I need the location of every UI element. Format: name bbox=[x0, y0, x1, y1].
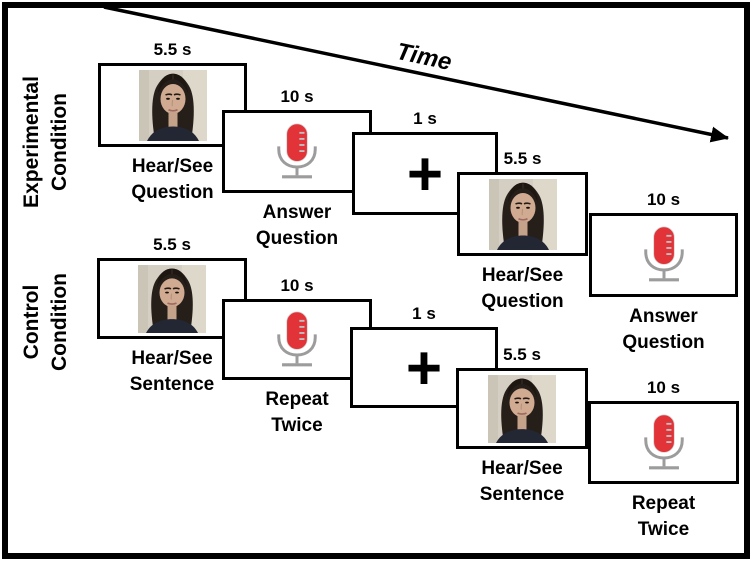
portrait-photo bbox=[488, 375, 556, 443]
caption-line: Hear/See bbox=[131, 156, 214, 177]
caption-line: Question bbox=[481, 291, 564, 312]
stimulus-frame bbox=[456, 368, 588, 449]
caption-line: Hear/See bbox=[481, 458, 563, 479]
caption-line: Twice bbox=[271, 415, 323, 436]
experimental-condition-label: Experimental Condition bbox=[18, 76, 74, 208]
microphone-icon bbox=[639, 414, 689, 472]
stimulus-caption: Repeat Twice bbox=[632, 491, 695, 543]
stimulus-caption: Hear/See Question bbox=[131, 154, 213, 206]
caption-line: Hear/See bbox=[131, 348, 213, 369]
portrait-photo bbox=[489, 179, 557, 250]
caption-line: Sentence bbox=[479, 484, 565, 505]
duration-label: 1 s bbox=[413, 109, 437, 128]
microphone-icon bbox=[272, 123, 322, 181]
trial-screen-exp-hear-see-question-2: 5.5 s Hear/See Question bbox=[457, 149, 588, 312]
caption-line: Twice bbox=[637, 519, 690, 540]
stimulus-frame bbox=[588, 401, 739, 484]
stimulus-caption: Hear/See Sentence bbox=[480, 456, 564, 508]
condition-label-line: Condition bbox=[48, 93, 71, 191]
stimulus-frame bbox=[457, 172, 588, 256]
duration-label: 5.5 s bbox=[153, 40, 192, 59]
trial-screen-ctrl-repeat-twice-1: 10 s Repeat Twice bbox=[222, 276, 372, 436]
trial-screen-ctrl-hear-see-sentence-2: 5.5 s Hear/See Sentence bbox=[456, 345, 588, 505]
caption-line: Question bbox=[131, 182, 214, 203]
stimulus-caption: Hear/See Sentence bbox=[130, 346, 214, 398]
duration-label: 1 s bbox=[412, 304, 436, 323]
caption-line: Sentence bbox=[129, 374, 215, 395]
trial-screen-exp-answer-question-2: 10 s Answer Question bbox=[589, 190, 738, 353]
caption-line: Repeat bbox=[631, 493, 696, 514]
stimulus-caption: Repeat Twice bbox=[265, 387, 328, 439]
duration-label: 10 s bbox=[280, 87, 314, 106]
condition-label-line: Condition bbox=[48, 273, 71, 371]
control-condition-label: Control Condition bbox=[18, 273, 74, 371]
caption-line: Answer bbox=[629, 306, 698, 327]
stimulus-caption: Hear/See Question bbox=[481, 263, 563, 315]
caption-line: Answer bbox=[262, 202, 332, 223]
stimulus-frame bbox=[222, 299, 372, 380]
fixation-cross: + bbox=[406, 139, 444, 209]
duration-label: 10 s bbox=[646, 378, 681, 397]
caption-line: Question bbox=[255, 228, 339, 249]
caption-line: Repeat bbox=[265, 389, 329, 410]
caption-line: Question bbox=[622, 332, 705, 353]
stimulus-caption: Answer Question bbox=[256, 200, 338, 252]
trial-screen-ctrl-repeat-twice-2: 10 s Repeat Twice bbox=[588, 378, 739, 540]
caption-line: Hear/See bbox=[481, 265, 564, 286]
stimulus-caption: Answer Question bbox=[622, 304, 704, 356]
duration-label: 5.5 s bbox=[153, 235, 191, 254]
duration-label: 10 s bbox=[280, 276, 314, 295]
fixation-cross: + bbox=[405, 333, 443, 403]
duration-label: 5.5 s bbox=[503, 345, 541, 364]
condition-label-line: Experimental bbox=[20, 76, 43, 208]
duration-label: 5.5 s bbox=[503, 149, 542, 168]
microphone-icon bbox=[639, 226, 689, 284]
condition-label-line: Control bbox=[20, 284, 43, 360]
duration-label: 10 s bbox=[646, 190, 681, 209]
stimulus-frame bbox=[589, 213, 738, 297]
